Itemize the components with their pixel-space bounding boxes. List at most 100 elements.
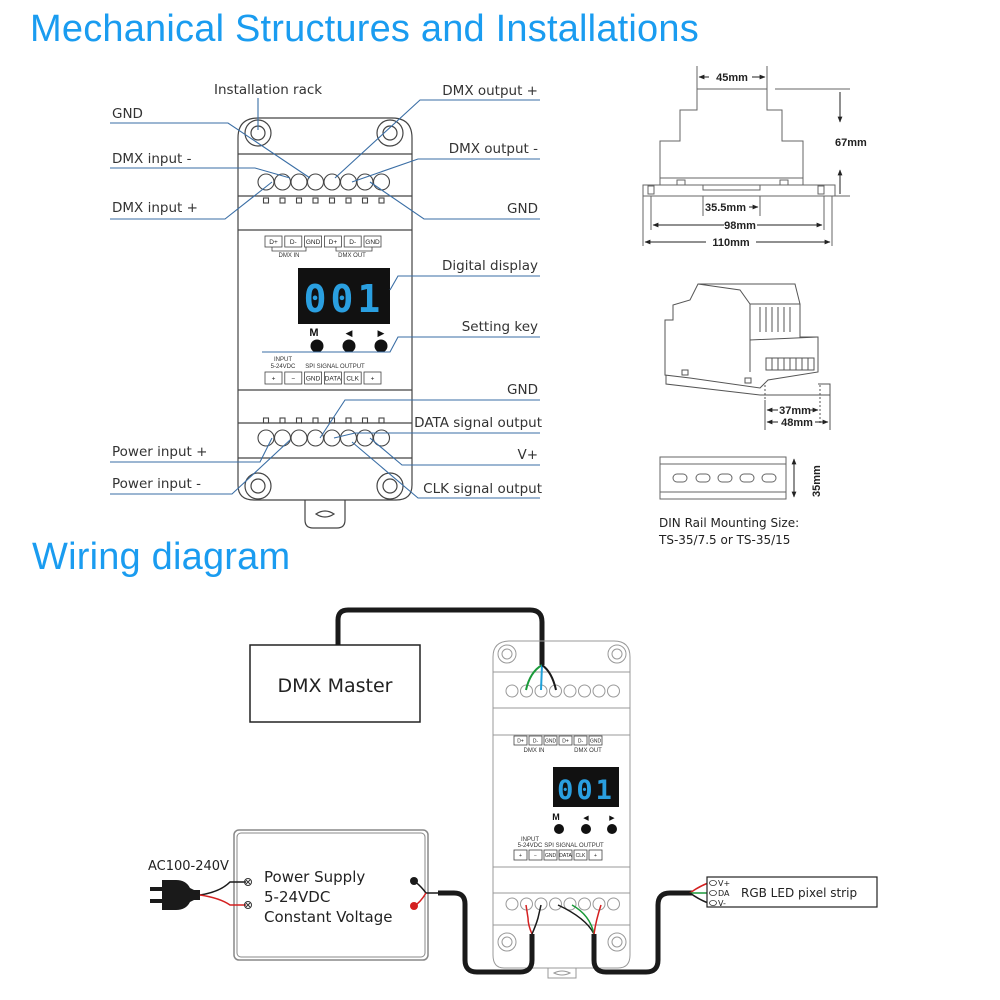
mechanical-heading: Mechanical Structures and Installations <box>30 8 699 50</box>
wiring-dmx-label-box <box>513 735 528 746</box>
bottom-terminal-row <box>257 417 391 447</box>
power-spi-label-box <box>304 371 323 385</box>
led-strip-box <box>706 876 878 908</box>
power-spi-label-text: GND <box>306 376 321 383</box>
wiring-heading: Wiring diagram <box>32 536 291 578</box>
wiring-left-key-button[interactable] <box>581 824 591 834</box>
wiring-dmx-in-label: DMX IN <box>524 748 545 754</box>
m-key-button[interactable] <box>310 339 324 353</box>
wiring-dmx-label-text: D+ <box>517 738 524 744</box>
wiring-key-label-right: ▶ <box>609 814 615 822</box>
dmx-in-label: DMX IN <box>279 253 300 259</box>
wiring-top-terminal-screw <box>505 684 519 698</box>
callout-dmx-input-plus: DMX input + <box>112 200 198 216</box>
dmx-label-box <box>323 235 342 248</box>
digital-display <box>298 268 390 324</box>
wiring-power-spi-label-box <box>558 849 573 861</box>
wiring-dmx-out-label: DMX OUT <box>574 748 602 754</box>
wiring-dmx-label-box <box>558 735 573 746</box>
wiring-dmx-label-text: D- <box>578 738 584 744</box>
input-label: INPUT <box>274 357 292 363</box>
wiring-bottom-terminal-screw <box>505 897 519 911</box>
callout-data-signal-output: DATA signal output <box>414 415 542 431</box>
wiring-power-spi-label-box <box>573 849 588 861</box>
callout-power-input-plus: Power input + <box>112 444 207 460</box>
wiring-dmx-label-box <box>528 735 543 746</box>
bottom-terminal-screw <box>290 429 308 447</box>
psu-label-line1: Power Supply <box>264 868 365 886</box>
power-input-wires <box>525 904 542 935</box>
strip-cable <box>591 890 692 975</box>
dim-total-width: 110mm <box>712 237 750 249</box>
wiring-dmx-label-text: GND <box>590 738 602 744</box>
spi-output-label: SPI SIGNAL OUTPUT <box>305 364 365 370</box>
wiring-top-terminal-screw <box>563 684 577 698</box>
led-strip-label: RGB LED pixel strip <box>741 886 857 900</box>
dmx-label-text: D+ <box>269 239 278 246</box>
left-key-button[interactable] <box>342 339 356 353</box>
dim-inner-depth: 37mm <box>779 405 811 417</box>
power-spi-label-box <box>363 371 382 385</box>
dmx-label-box <box>264 235 283 248</box>
bottom-terminal-led <box>345 417 352 424</box>
installation-rack-hole-icon <box>376 472 404 500</box>
bottom-terminal-screw <box>273 429 292 447</box>
bottom-terminal-screw <box>323 429 341 447</box>
wiring-bottom-terminal-screw <box>592 897 606 911</box>
top-terminal-led <box>262 197 270 204</box>
top-terminal-led <box>378 197 385 204</box>
callout-digital-display: Digital display <box>442 258 538 274</box>
bottom-terminal-led <box>279 417 286 424</box>
top-terminal-led <box>328 197 336 204</box>
power-spi-label-box <box>323 371 342 385</box>
wiring-power-spi-label-box <box>588 849 603 861</box>
dmx-label-box <box>363 235 382 248</box>
wiring-dmx-label-box <box>588 735 603 746</box>
dim-rail-gap: 35.5mm <box>705 202 746 214</box>
top-terminal-screw <box>339 173 358 191</box>
wiring-top-terminals <box>505 684 620 698</box>
wiring-power-spi-label-text: CLK <box>576 853 586 859</box>
callout-v-plus: V+ <box>517 447 538 463</box>
callout-dmx-output-plus: DMX output + <box>442 83 538 99</box>
top-terminal-row <box>257 173 391 204</box>
wiring-m-key-button[interactable] <box>554 824 564 834</box>
side-view-drawing <box>642 66 850 246</box>
callout-clk-signal-output: CLK signal output <box>423 481 542 497</box>
strip-pin-vminus: V- <box>718 899 726 908</box>
dmx-label-text: GND <box>365 239 380 246</box>
isometric-view-drawing <box>664 283 831 430</box>
power-spi-label-text: DATA <box>325 376 342 383</box>
right-key-button[interactable] <box>374 339 388 353</box>
power-spi-label-box <box>264 371 283 385</box>
callout-setting-key: Setting key <box>462 319 538 335</box>
psu-label-line3: Constant Voltage <box>264 908 392 926</box>
dmx-label-text: D+ <box>329 239 338 246</box>
bottom-terminal-led <box>262 417 270 424</box>
callout-gnd-top-right: GND <box>507 201 538 217</box>
wiring-top-terminal-screw <box>607 684 620 698</box>
callout-gnd-bottom: GND <box>507 382 538 398</box>
wiring-right-key-button[interactable] <box>607 824 617 834</box>
wiring-dmx-label-box <box>543 735 558 746</box>
dim-height: 67mm <box>835 137 867 149</box>
dmx-cable <box>335 607 545 665</box>
power-spi-label-text: + <box>272 376 276 383</box>
bottom-terminal-screw <box>306 429 325 447</box>
wiring-power-spi-label-text: − <box>534 853 537 859</box>
dimension-arrows <box>644 74 843 245</box>
wiring-power-spi-label-box <box>528 849 543 861</box>
wiring-power-spi-label-text: DATA <box>559 853 572 859</box>
wiring-power-spi-label-text: + <box>519 853 522 859</box>
strip-input-wires <box>689 882 709 904</box>
power-spi-label-box <box>343 371 362 385</box>
wiring-dmx-label-box <box>573 735 588 746</box>
ac-input-wires <box>199 881 246 906</box>
wiring-bottom-terminal-screw <box>534 897 548 911</box>
strip-pin-da: DA <box>718 889 730 898</box>
dmx-label-text: D- <box>349 239 356 246</box>
bottom-terminal-led <box>328 417 336 424</box>
wiring-spi-output-label: SPI SIGNAL OUTPUT <box>544 843 604 849</box>
